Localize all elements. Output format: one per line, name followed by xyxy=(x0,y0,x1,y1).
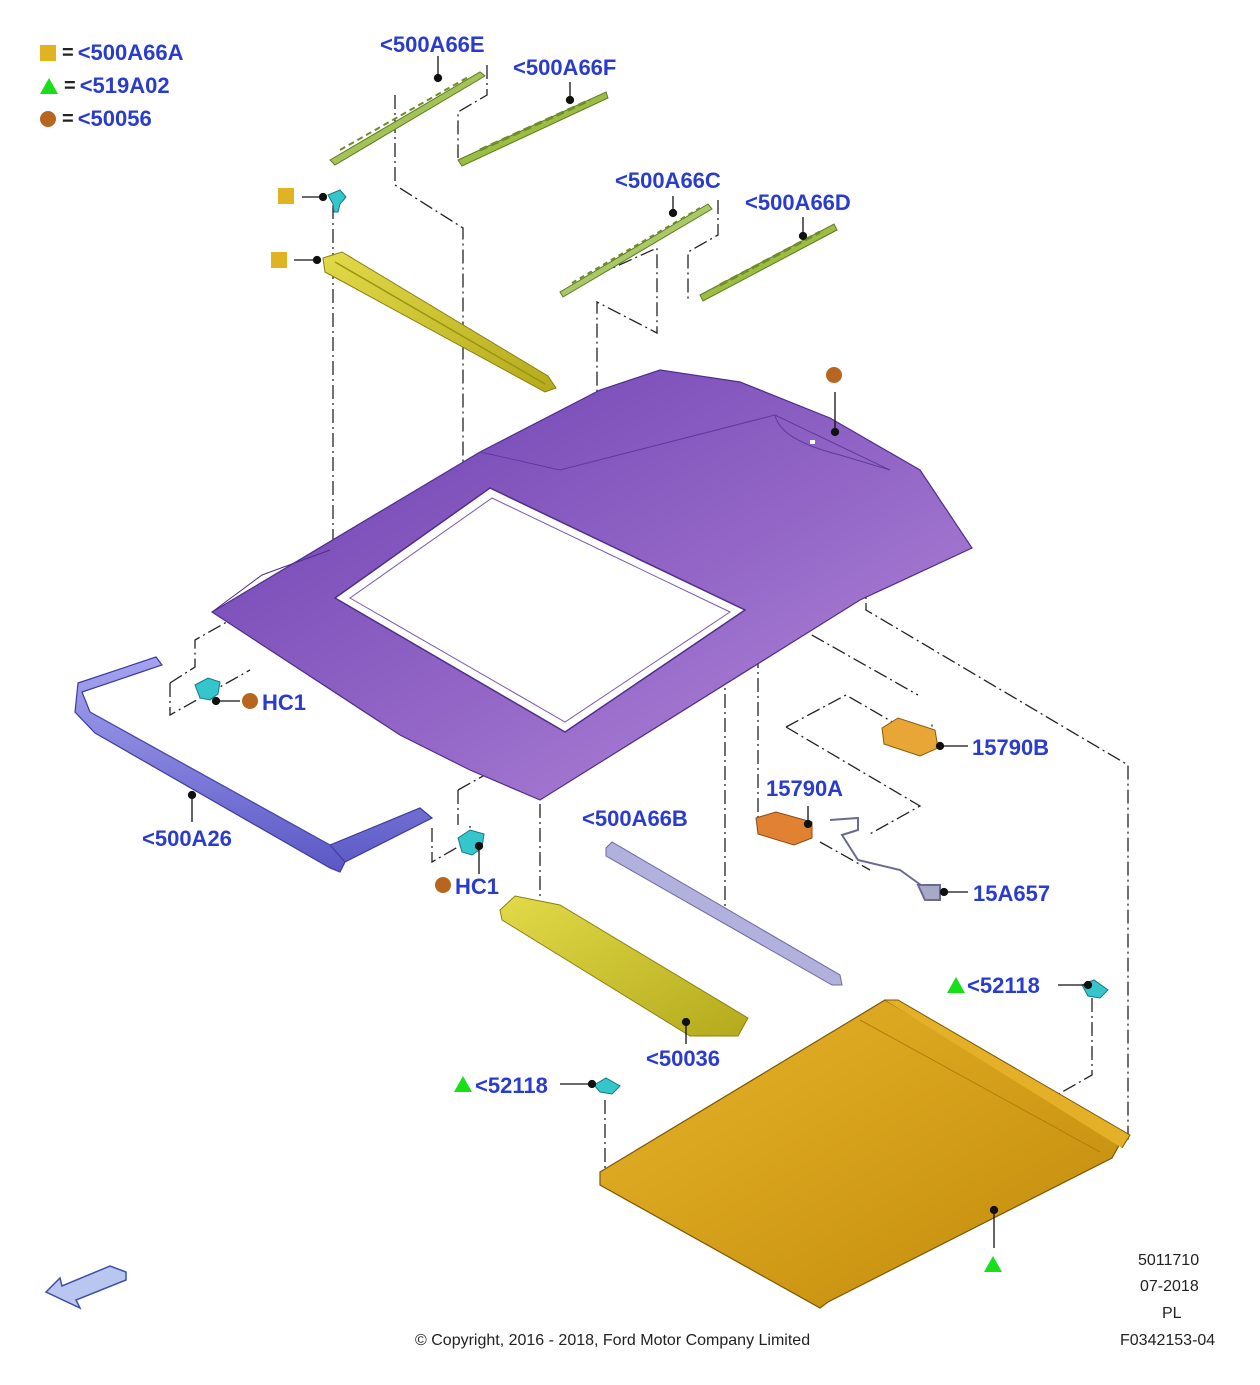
square-icon xyxy=(40,45,56,61)
figure-number: F0342153-04 xyxy=(1120,1332,1216,1349)
triangle-icon xyxy=(947,977,965,993)
header-frame-500A26 xyxy=(74,656,434,873)
part-label-500A66E: <500A66E xyxy=(380,32,485,57)
part-label-52118-left: <52118 xyxy=(475,1073,548,1098)
part-label-15A657: 15A657 xyxy=(973,881,1051,906)
part-label-hc1-right: HC1 xyxy=(455,874,500,899)
triangle-icon xyxy=(454,1076,472,1092)
direction-arrow-icon xyxy=(44,1265,127,1310)
circle-icon xyxy=(435,877,451,893)
square-icon xyxy=(271,252,287,268)
doc-date: 07-2018 xyxy=(1140,1278,1199,1295)
leader-line xyxy=(819,841,871,871)
legend-code: <519A02 xyxy=(79,73,170,98)
doc-language: PL xyxy=(1162,1305,1182,1322)
part-label-500A66D: <500A66D xyxy=(745,190,851,215)
leader-line xyxy=(169,669,251,717)
triangle-icon xyxy=(40,78,58,94)
circle-icon xyxy=(40,111,56,127)
circle-icon xyxy=(826,367,842,383)
part-label-15790A: 15790A xyxy=(766,776,844,801)
leader-line xyxy=(687,200,719,302)
legend-code: <500A66A xyxy=(77,40,184,65)
roof-panel xyxy=(210,369,973,801)
seal-strip-500A66F xyxy=(457,91,609,167)
leader-line xyxy=(785,726,922,836)
trim-front-rail xyxy=(322,251,557,393)
clip-hc1-left xyxy=(194,677,221,701)
part-label-hc1-left: HC1 xyxy=(262,690,307,715)
part-label-500A66F: <500A66F xyxy=(513,55,617,80)
legend-row: = <50056 xyxy=(40,104,152,134)
legend-row: = <519A02 xyxy=(40,71,170,101)
wiring-harness-15A657 xyxy=(829,816,941,901)
seal-strip-500A66C xyxy=(559,203,713,298)
legend-equals: = xyxy=(64,74,76,97)
legend-equals: = xyxy=(62,107,74,130)
trim-500A66B xyxy=(605,841,843,986)
part-label-15790B: 15790B xyxy=(972,735,1050,760)
triangle-icon xyxy=(984,1256,1002,1272)
square-icon xyxy=(278,188,294,204)
legend-code: <50056 xyxy=(77,106,152,131)
clip-fastener xyxy=(327,189,347,213)
trim-50036 xyxy=(499,895,749,1037)
legend-equals: = xyxy=(62,41,74,64)
part-label-500A66C: <500A66C xyxy=(615,168,721,193)
part-label-500A26: <500A26 xyxy=(142,826,232,851)
part-label-500A66B: <500A66B xyxy=(582,806,688,831)
part-label-50036: <50036 xyxy=(646,1046,721,1071)
circle-icon xyxy=(242,693,258,709)
seal-strip-500A66D xyxy=(699,223,838,302)
motor-15790B xyxy=(881,717,939,757)
seal-strip-500A66E xyxy=(329,71,486,166)
motor-15790A xyxy=(755,811,813,846)
legend-row: = <500A66A xyxy=(40,38,184,68)
callout-pointers xyxy=(187,56,1093,1248)
copyright-notice: © Copyright, 2016 - 2018, Ford Motor Com… xyxy=(415,1332,811,1349)
part-label-52118-right: <52118 xyxy=(967,973,1040,998)
clip-52118-left xyxy=(593,1077,621,1095)
sunshade-panel xyxy=(599,999,1131,1309)
doc-number: 5011710 xyxy=(1138,1252,1200,1269)
